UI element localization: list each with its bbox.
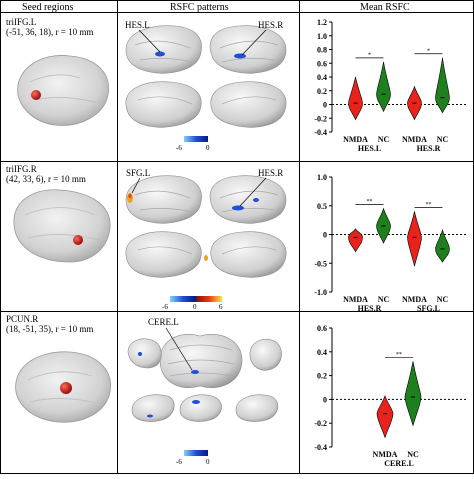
brain-label-hesl-1: HES.L <box>125 20 150 30</box>
y-tick-label: 0 <box>323 395 327 404</box>
region-label: HES.L <box>358 144 381 153</box>
region-label: SFG.L <box>417 304 440 313</box>
y-tick-label: 0 <box>323 231 327 240</box>
y-tick-label: -0.4 <box>314 443 327 452</box>
group-label: NMDA <box>343 295 368 304</box>
brain-label-hesr-2: HES.R <box>258 168 283 178</box>
violin-nmda-cerel <box>376 394 394 439</box>
significance-marker: * <box>427 48 430 54</box>
colorbar-mid-2: 0 <box>193 303 197 311</box>
y-tick-label: 0.5 <box>317 202 327 211</box>
colorbar-min-1: -6 <box>176 144 182 152</box>
violin-nmda-sfgl <box>407 211 422 267</box>
seed-marker-3 <box>60 382 72 394</box>
violin-nc-hesl <box>376 61 391 113</box>
region-label: HES.R <box>417 144 441 153</box>
seed-marker-2 <box>73 235 83 245</box>
y-tick-label: 1.2 <box>317 18 327 27</box>
y-tick-label: 0.4 <box>317 73 327 82</box>
y-tick-label: 1.0 <box>317 32 327 41</box>
group-label: NMDA <box>343 135 368 144</box>
y-tick-label: -0.4 <box>314 128 327 137</box>
significance-marker: * <box>368 52 371 58</box>
colorbar-2 <box>170 296 222 302</box>
y-tick-label: 0.6 <box>317 324 327 333</box>
violin-nc-sfgl <box>435 228 450 263</box>
significance-marker: ** <box>425 202 431 208</box>
rsfc-brains-1 <box>125 25 287 128</box>
seed-coords-1: (-51, 36, 18), r = 10 mm <box>6 27 93 37</box>
rsfc-cerebellum-3 <box>127 327 282 422</box>
seed-brain-1 <box>17 55 109 126</box>
y-tick-label: 0.8 <box>317 46 327 55</box>
group-label: NC <box>437 295 449 304</box>
y-tick-label: 0 <box>323 101 327 110</box>
colorbar-max-2: 6 <box>219 303 223 311</box>
violin-nc-hesr <box>435 57 450 114</box>
group-label: NC <box>378 295 390 304</box>
brain-label-hesr-1: HES.R <box>258 20 283 30</box>
seed-marker-1 <box>31 90 41 100</box>
region-label: CERE.L <box>384 459 414 468</box>
y-tick-label: 0.6 <box>317 59 327 68</box>
group-label: NC <box>437 135 449 144</box>
violin-nmda-hesr <box>348 228 363 253</box>
colorbar-max-1: 0 <box>206 144 210 152</box>
seed-coords-3: (18, -51, 35), r = 10 mm <box>6 324 93 334</box>
seed-coords-2: (42, 33, 6), r = 10 mm <box>6 174 86 184</box>
group-label: NMDA <box>402 135 427 144</box>
colorbar-1 <box>184 136 208 142</box>
seed-name-3: PCUN.R <box>6 314 38 324</box>
seed-name-2: triIFG.R <box>6 164 37 174</box>
region-label: HES.R <box>358 304 382 313</box>
colorbar-min-2: -6 <box>162 303 168 311</box>
significance-marker: ** <box>396 352 402 358</box>
brain-label-sfgl-2: SFG.L <box>126 168 150 178</box>
group-label: NC <box>407 450 419 459</box>
seed-name-1: triIFG.L <box>6 17 36 27</box>
violin-nmda-hesl <box>348 76 363 121</box>
y-tick-label: -0.2 <box>314 114 327 123</box>
y-tick-label: -0.2 <box>314 419 327 428</box>
header-rsfc: RSFC patterns <box>170 2 229 13</box>
header-mean: Mean RSFC <box>360 2 410 13</box>
brain-label-cerel-3: CERE.L <box>148 317 179 327</box>
y-tick-label: 0.2 <box>317 372 327 381</box>
group-label: NMDA <box>402 295 427 304</box>
colorbar-3 <box>184 450 208 456</box>
y-tick-label: 1.0 <box>317 173 327 182</box>
y-tick-label: 0.2 <box>317 87 327 96</box>
y-tick-label: -1.0 <box>314 288 327 297</box>
group-label: NC <box>378 135 390 144</box>
seed-brain-2 <box>13 189 111 263</box>
colorbar-min-3: -6 <box>176 458 182 466</box>
y-tick-label: -0.5 <box>314 259 327 268</box>
group-label: NMDA <box>373 450 398 459</box>
seed-brain-3 <box>15 351 111 423</box>
colorbar-max-3: 0 <box>206 458 210 466</box>
y-tick-label: 0.4 <box>317 348 327 357</box>
header-seed: Seed regions <box>22 2 73 13</box>
significance-marker: ** <box>367 199 373 205</box>
rsfc-brains-2 <box>125 175 287 278</box>
violin-nc-cerel <box>404 361 422 427</box>
